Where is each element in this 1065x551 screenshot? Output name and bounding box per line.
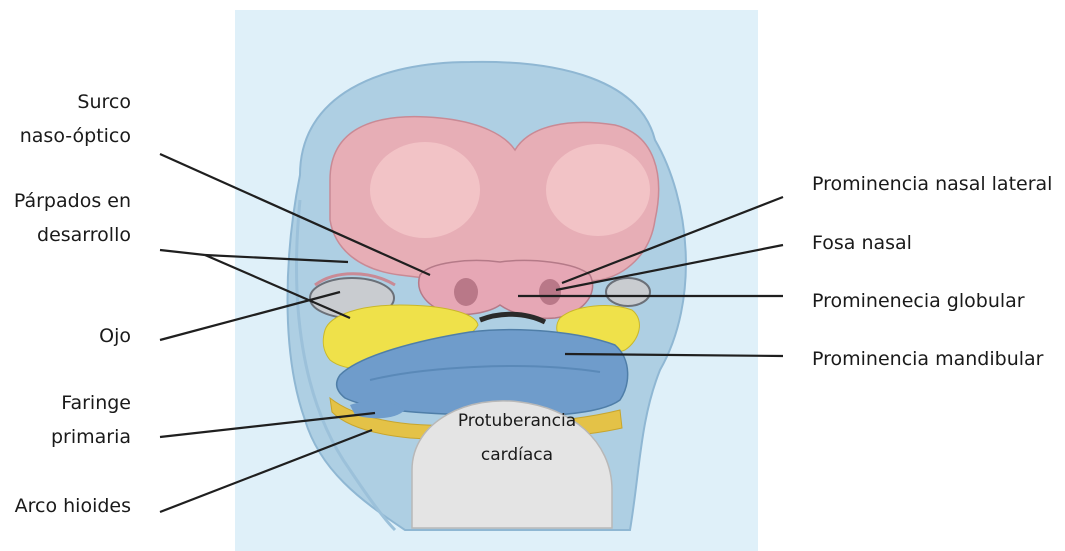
label-ojo-text: Ojo — [0, 319, 131, 353]
right-optic-bulge — [546, 144, 650, 236]
label-nasal-lateral-text: Prominencia nasal lateral — [812, 167, 1052, 201]
label-prominencia-mandibular: Prominencia mandibular — [812, 342, 1043, 376]
right-nostril — [539, 279, 561, 305]
label-arco-text: Arco hioides — [0, 489, 131, 523]
label-globular-text: Prominenecia globular — [812, 284, 1025, 318]
left-optic-bulge — [370, 142, 480, 238]
label-faringe: Faringe primaria — [0, 386, 131, 454]
label-ojo: Ojo — [0, 319, 131, 353]
label-faringe-line1: Faringe — [0, 386, 131, 420]
right-eye — [606, 278, 650, 306]
label-mandibular-text: Prominencia mandibular — [812, 342, 1043, 376]
leader-parpados — [160, 250, 205, 255]
label-fosa-nasal: Fosa nasal — [812, 226, 912, 260]
label-parpados-line1: Párpados en — [0, 184, 131, 218]
label-protuberancia-line2: cardíaca — [432, 438, 602, 472]
label-parpados: Párpados en desarrollo — [0, 184, 131, 252]
label-surco-line2: naso-óptico — [0, 119, 131, 153]
label-arco-hioides: Arco hioides — [0, 489, 131, 523]
label-parpados-line2: desarrollo — [0, 218, 131, 252]
label-surco-line1: Surco — [0, 85, 131, 119]
label-faringe-line2: primaria — [0, 420, 131, 454]
label-surco-naso-optico: Surco naso-óptico — [0, 85, 131, 153]
left-nostril — [454, 278, 478, 306]
label-protuberancia-line1: Protuberancia — [432, 404, 602, 438]
label-protuberancia-cardiaca: Protuberancia cardíaca — [432, 404, 602, 472]
label-fosa-text: Fosa nasal — [812, 226, 912, 260]
label-prominenecia-globular: Prominenecia globular — [812, 284, 1025, 318]
label-prominencia-nasal-lateral: Prominencia nasal lateral — [812, 167, 1052, 201]
